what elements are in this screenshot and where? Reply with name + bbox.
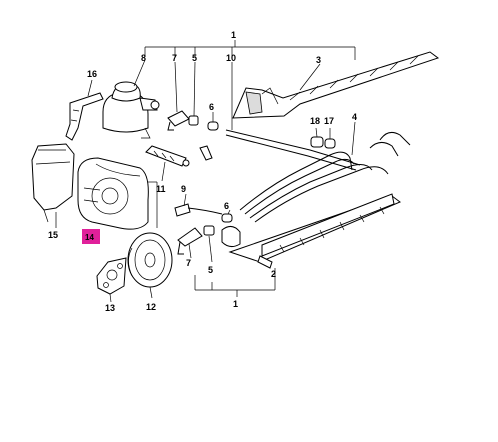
callout-9: 9 (181, 184, 186, 194)
part-4-lead-bundle (239, 121, 411, 223)
part-16-bracket (65, 79, 104, 141)
part-9-lead (174, 193, 223, 217)
callout-6-top: 6 (209, 102, 214, 112)
callout-13: 13 (105, 303, 115, 313)
part-6-grommet-bottom (221, 209, 241, 248)
part-8-distributor-cap (102, 59, 160, 139)
part-3-cover (232, 51, 440, 119)
part-11-plug-connector (145, 145, 213, 182)
part-5-plug-top (188, 61, 199, 126)
part-2-rail (228, 193, 401, 280)
callout-4: 4 (352, 112, 357, 122)
bottom-bracket (194, 275, 276, 297)
callout-1-bottom: 1 (233, 299, 238, 309)
callout-7-bottom: 7 (186, 258, 191, 268)
part-5-plug-bottom (203, 225, 215, 263)
callout-16: 16 (87, 69, 97, 79)
callout-15: 15 (48, 230, 58, 240)
callout-12: 12 (146, 302, 156, 312)
callout-11: 11 (156, 184, 166, 194)
part-18-grommet (310, 127, 324, 148)
callout-18: 18 (310, 116, 320, 126)
callout-3: 3 (316, 55, 321, 65)
callout-1-top: 1 (231, 30, 236, 40)
callout-14: 14 (85, 233, 94, 242)
callout-17: 17 (324, 116, 334, 126)
callout-5-top: 5 (192, 53, 197, 63)
part-6-grommet-top (207, 112, 219, 131)
callout-8: 8 (141, 53, 146, 63)
callout-10: 10 (226, 53, 236, 63)
part-7-connector (167, 61, 190, 131)
highlight-box (82, 229, 100, 244)
part-12-rotor (127, 232, 173, 299)
callout-5-bottom: 5 (208, 265, 213, 275)
callout-labels: 1 1 2 3 4 5 5 6 6 7 7 8 9 10 11 12 13 15… (48, 30, 357, 313)
part-15-shield (31, 143, 75, 228)
part-17-grommet (324, 128, 336, 149)
callout-2: 2 (271, 269, 276, 279)
part-14-housing (77, 157, 158, 230)
callout-6-bottom: 6 (224, 201, 229, 211)
callout-7-top: 7 (172, 53, 177, 63)
top-bracket (144, 40, 356, 60)
part-7-connector-bottom (177, 227, 203, 259)
part-13-bracket (96, 257, 127, 303)
callout-14-highlight[interactable]: 14 (82, 229, 100, 244)
